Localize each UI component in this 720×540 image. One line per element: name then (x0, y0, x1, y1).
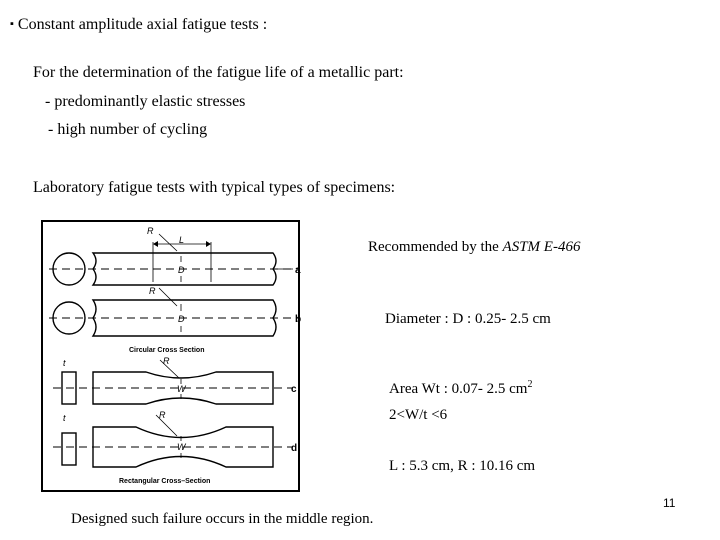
ratio-note: 2<W/t <6 (389, 407, 448, 423)
specimen-a-label: a (295, 265, 301, 276)
specimen-d-label: d (291, 443, 297, 454)
dim-r-label-a: R (147, 226, 154, 236)
dim-t-label-d: t (63, 413, 66, 423)
dim-r-label-b: R (149, 286, 156, 296)
specimen-b-drawing (49, 287, 298, 337)
specimen-c-drawing (53, 359, 293, 405)
circular-section-caption: Circular Cross Section (129, 347, 204, 354)
specimen-drawing: R L D R D t R W t R W a b c d Circular C… (49, 226, 301, 485)
dim-w-label-c: W (177, 384, 187, 394)
conclusion-text: Designed such failure occurs in the midd… (71, 511, 374, 527)
lab-tests-line: Laboratory fatigue tests with typical ty… (33, 179, 396, 196)
dim-r-label-c: R (163, 356, 170, 366)
intro-line-3: - high number of cycling (48, 121, 208, 138)
page-number: 11 (663, 496, 676, 510)
dim-d-label-a: D (178, 265, 185, 275)
specimen-figure: R L D R D t R W t R W a b c d Circular C… (41, 220, 301, 492)
area-exponent: 2 (527, 379, 533, 390)
heading-text: Constant amplitude axial fatigue tests : (17, 16, 268, 33)
specimen-d-drawing (53, 414, 293, 468)
astm-standard: ASTM E-466 (502, 239, 581, 255)
diameter-note: Diameter : D : 0.25- 2.5 cm (385, 311, 551, 327)
length-note: L : 5.3 cm, R : 10.16 cm (389, 458, 536, 474)
area-note: Area Wt : 0.07- 2.5 cm2 (389, 380, 532, 399)
dim-l-label: L (179, 235, 184, 245)
dim-t-label-c: t (63, 358, 66, 368)
recommended-prefix: Recommended by the (368, 239, 503, 255)
dim-w-label-d: W (177, 442, 187, 452)
intro-line-1: For the determination of the fatigue lif… (33, 64, 404, 81)
slide-heading: ▪Constant amplitude axial fatigue tests … (10, 14, 267, 35)
intro-line-2: - predominantly elastic stresses (45, 93, 246, 110)
dim-r-label-d: R (159, 410, 166, 420)
dim-d-label-b: D (178, 314, 185, 324)
area-text: Area Wt : 0.07- 2.5 cm (389, 381, 528, 397)
specimen-a-drawing (49, 233, 298, 286)
rectangular-section-caption: Rectangular Cross–Section (119, 478, 210, 485)
specimen-c-label: c (291, 384, 297, 395)
recommended-note: Recommended by the ASTM E-466 (368, 238, 580, 257)
bullet-icon: ▪ (10, 18, 14, 30)
specimen-b-label: b (295, 314, 301, 325)
